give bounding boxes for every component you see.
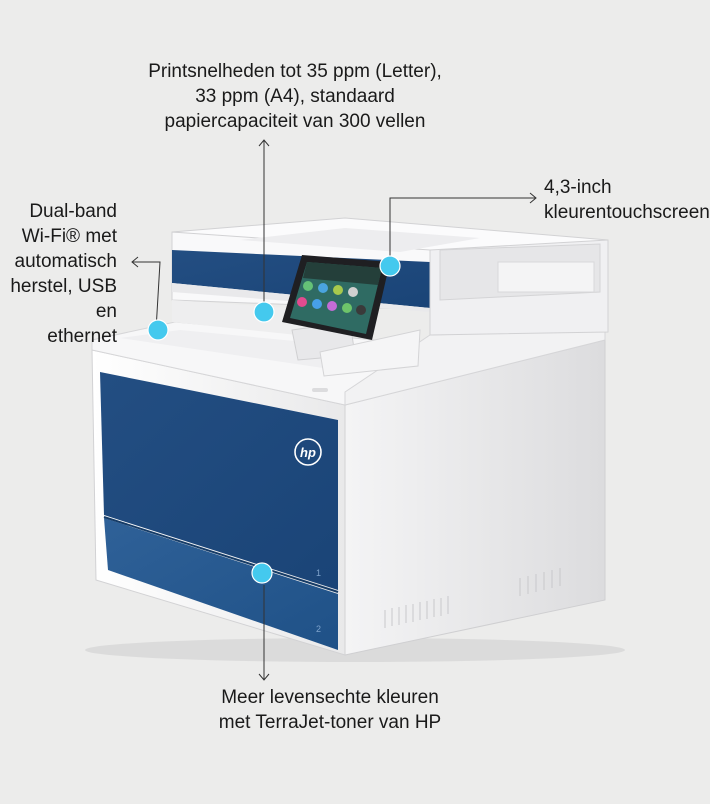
hotspot-dot-icon[interactable] <box>253 301 275 323</box>
feeder-guide <box>497 261 595 293</box>
callout-connectivity: Dual-band Wi-Fi® met automatisch herstel… <box>10 201 117 347</box>
svg-text:hp: hp <box>300 445 316 460</box>
hotspot-dot-icon[interactable] <box>147 319 169 341</box>
arrow-up-icon <box>258 139 270 147</box>
arrow-left-icon <box>131 256 139 268</box>
paper-tray-2 <box>104 518 338 650</box>
callout-print-speed: Printsnelheden tot 35 ppm (Letter), 33 p… <box>148 61 442 132</box>
feeder-tray <box>240 228 480 252</box>
panel-base <box>319 329 421 377</box>
hotspot-dot-icon[interactable] <box>379 255 401 277</box>
front-door <box>100 372 338 590</box>
hp-logo-icon: hp <box>294 438 322 466</box>
tray-2-label: 2 <box>316 624 321 634</box>
callout-touchscreen: 4,3-inch kleurentouchscreen <box>544 177 710 223</box>
hotspot-dot-icon[interactable] <box>251 562 273 584</box>
tray-1-label: 1 <box>316 568 321 578</box>
tray-seam <box>103 516 339 593</box>
callout-lines <box>132 140 536 680</box>
arrow-right-icon <box>529 192 537 204</box>
arrow-down-icon <box>258 673 270 681</box>
touchscreen-header <box>303 262 382 285</box>
printer-vent <box>384 568 561 628</box>
power-button <box>312 388 328 392</box>
touchscreen-app-icons <box>297 281 366 315</box>
callout-toner: Meer levensechte kleuren met TerraJet-to… <box>218 687 442 733</box>
